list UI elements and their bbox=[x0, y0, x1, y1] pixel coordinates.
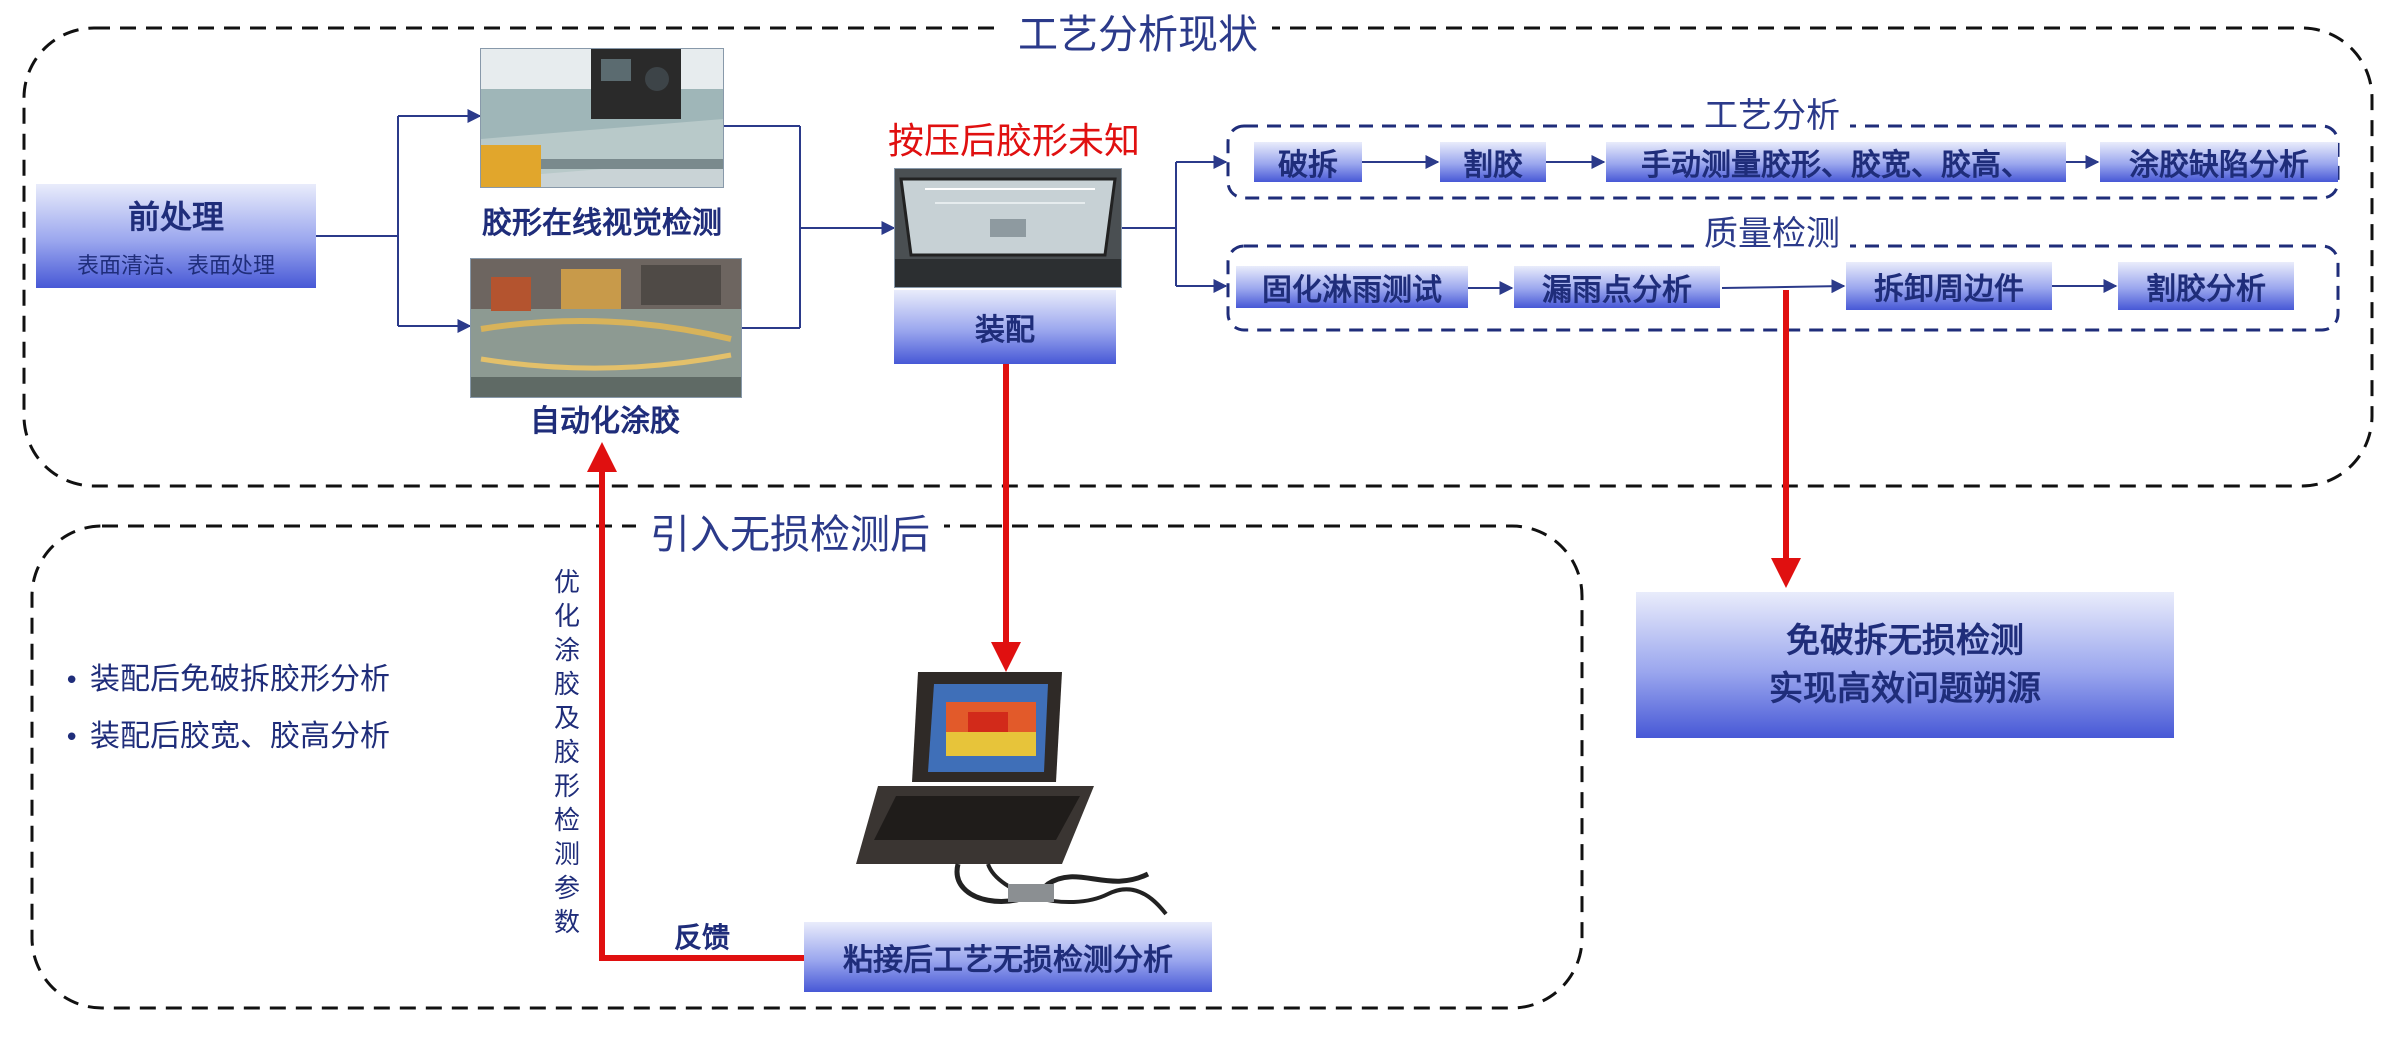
assembly-split-connector bbox=[1120, 155, 1228, 293]
pretreatment-split-connector bbox=[316, 109, 482, 333]
auto-glue-caption: 自动化涂胶 bbox=[530, 404, 680, 439]
process-step-manual-measure: 手动测量胶形、胶宽、胶高、 bbox=[1606, 142, 2066, 183]
bullet-icon: • bbox=[64, 723, 80, 753]
bullet-icon: • bbox=[64, 666, 80, 696]
after-section-title: 引入无损检测后 bbox=[636, 502, 944, 560]
ndt-analysis-box: 粘接后工艺无损检测分析 bbox=[804, 922, 1212, 992]
quality-step-rain-test: 固化淋雨测试 bbox=[1236, 266, 1468, 308]
assembly-box: 装配 bbox=[894, 290, 1116, 364]
current-section-frame bbox=[22, 26, 2374, 488]
current-section-title: 工艺分析现状 bbox=[1004, 2, 1272, 60]
result-box: 免破拆无损检测 实现高效问题朔源 bbox=[1636, 592, 2174, 738]
red-feedback-arrow bbox=[587, 442, 804, 961]
merge-connector bbox=[722, 125, 896, 329]
feedback-label: 反馈 bbox=[674, 921, 731, 954]
vision-inspection-caption: 胶形在线视觉检测 bbox=[482, 206, 722, 241]
vision-inspection-photo bbox=[480, 48, 724, 188]
pretreatment-subtitle: 表面清洁、表面处理 bbox=[76, 254, 275, 279]
quality-step-arrows bbox=[1468, 279, 2118, 295]
pretreatment-box: 前处理 表面清洁、表面处理 bbox=[36, 184, 316, 288]
benefit-item: •装配后免破拆胶形分析 bbox=[64, 652, 390, 709]
process-step-defect-analysis: 涂胶缺陷分析 bbox=[2100, 142, 2338, 183]
benefit-item: •装配后胶宽、胶高分析 bbox=[64, 709, 390, 766]
feedback-vertical-text: 优化涂胶及胶形检测参数 bbox=[553, 568, 580, 938]
quality-step-cut-glue-analysis: 割胶分析 bbox=[2118, 262, 2294, 310]
benefit-list: •装配后免破拆胶形分析 •装配后胶宽、胶高分析 bbox=[64, 652, 390, 766]
quality-check-title: 质量检测 bbox=[1694, 206, 1850, 255]
quality-step-leak-analysis: 漏雨点分析 bbox=[1514, 266, 1720, 308]
result-line-2: 实现高效问题朔源 bbox=[1769, 669, 2041, 709]
auto-glue-photo bbox=[470, 258, 742, 398]
assembly-windshield-photo bbox=[894, 168, 1122, 288]
result-line-1: 免破拆无损检测 bbox=[1786, 621, 2024, 661]
process-analysis-title: 工艺分析 bbox=[1694, 88, 1850, 137]
pretreatment-title: 前处理 bbox=[127, 198, 224, 236]
quality-step-remove-parts: 拆卸周边件 bbox=[1846, 262, 2052, 310]
process-step-demolish: 破拆 bbox=[1254, 142, 1362, 183]
assembly-warning: 按压后胶形未知 bbox=[887, 121, 1140, 162]
process-step-cut-glue: 割胶 bbox=[1440, 142, 1546, 183]
ndt-laptop-device bbox=[848, 664, 1178, 924]
